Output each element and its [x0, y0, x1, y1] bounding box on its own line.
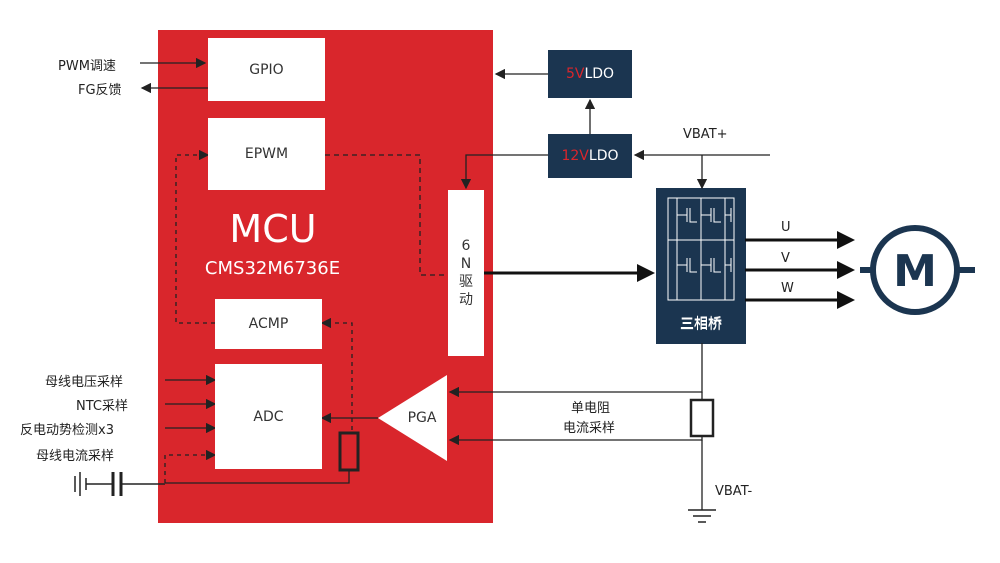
bus-current-label: 母线电流采样 [36, 449, 115, 464]
ldo12-suffix: LDO [588, 148, 619, 164]
shunt-acmp-link [320, 317, 353, 430]
vbat-minus-label: VBAT- [715, 484, 753, 499]
fg-output-label: FG反馈 [78, 83, 122, 98]
bus-voltage-label: 母线电压采样 [45, 375, 124, 390]
pga-amplifier [378, 375, 447, 461]
pga-label: PGA [407, 410, 437, 426]
mcu-part-number: CMS32M6736E [204, 257, 341, 279]
ground-symbol-left [74, 472, 165, 496]
bridge-schematic [667, 197, 735, 301]
ldo5-voltage: 5V [565, 66, 585, 82]
pwm-input-label: PWM调速 [58, 59, 116, 74]
ntc-label: NTC采样 [76, 399, 128, 414]
phase-v-label: V [781, 251, 790, 266]
acmp-block: ACMP [215, 299, 322, 349]
internal-resistor-lead [165, 470, 350, 484]
ldo12-driver-line [460, 154, 548, 190]
ldo12-voltage: 12V [561, 148, 589, 164]
mcu-title: MCU [229, 207, 317, 251]
ground-symbol-right [688, 509, 716, 523]
shunt-label-line2: 电流采样 [563, 421, 616, 436]
phase-w-label: W [781, 281, 794, 296]
driver-block: 6 N 驱 动 [448, 190, 484, 356]
bridge-label: 三相桥 [680, 316, 722, 332]
vbat-plus-label: VBAT+ [683, 127, 728, 142]
bus-current-link [164, 449, 217, 483]
epwm-block: EPWM [208, 118, 325, 190]
bemf-label: 反电动势检测x3 [20, 423, 114, 438]
shunt-label-line1: 单电阻 [571, 401, 611, 416]
epwm-driver-link [325, 154, 448, 276]
ldo5-suffix: LDO [584, 66, 615, 82]
phase-u-label: U [781, 220, 791, 235]
shunt-resistor [689, 398, 715, 438]
adc-block: ADC [215, 364, 322, 469]
acmp-epwm-link [175, 149, 215, 324]
gpio-block: GPIO [208, 38, 325, 101]
motor-letter: M [893, 245, 937, 297]
